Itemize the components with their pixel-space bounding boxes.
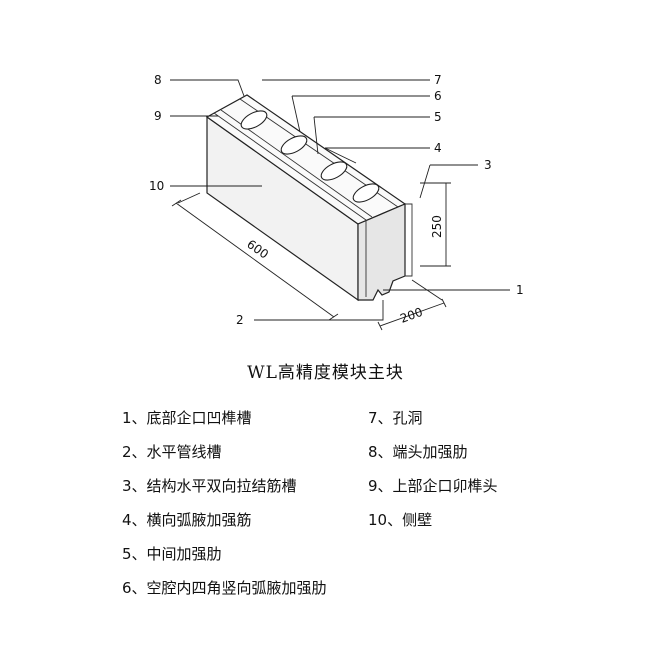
dim-width — [377, 279, 447, 331]
legend-item: 7、孔洞 — [368, 409, 423, 427]
dim-length-label: 600 — [244, 237, 271, 262]
callout-6: 6 — [434, 89, 442, 103]
legend-item: 8、端头加强肋 — [368, 443, 468, 461]
end-tongue-step — [365, 203, 413, 297]
legend-item: 9、上部企口卯榫头 — [368, 477, 498, 495]
legend-item: 5、中间加强肋 — [122, 545, 222, 563]
dim-width-label: 200 — [398, 305, 424, 326]
callout-3: 3 — [484, 158, 492, 172]
legend-item: 1、底部企口凹榫槽 — [122, 409, 252, 427]
legend-item: 10、侧壁 — [368, 511, 433, 529]
callout-10: 10 — [149, 179, 164, 193]
block-diagram: 600 200 250 8 9 10 7 6 5 4 3 1 2 — [149, 73, 524, 331]
callout-2: 2 — [236, 313, 244, 327]
block-end-face — [357, 203, 406, 301]
dim-length — [171, 192, 339, 321]
hole — [352, 183, 380, 203]
leader-lines — [170, 79, 510, 321]
callout-1: 1 — [516, 283, 524, 297]
hole — [240, 110, 268, 130]
dim-height-label: 250 — [430, 215, 444, 238]
legend-item: 4、横向弧腋加强筋 — [122, 511, 252, 529]
callout-4: 4 — [434, 141, 442, 155]
hole — [320, 161, 348, 181]
legend-right-column: 7、孔洞 8、端头加强肋 9、上部企口卯榫头 10、侧壁 — [368, 401, 498, 537]
top-holes — [240, 110, 380, 203]
dim-height — [420, 182, 451, 267]
legend-item: 6、空腔内四角竖向弧腋加强肋 — [122, 579, 327, 597]
callout-7: 7 — [434, 73, 442, 87]
legend-left-column: 1、底部企口凹榫槽 2、水平管线槽 3、结构水平双向拉结筋槽 4、横向弧腋加强筋… — [122, 401, 327, 605]
callout-8: 8 — [154, 73, 162, 87]
callout-9: 9 — [154, 109, 162, 123]
callout-5: 5 — [434, 110, 442, 124]
legend-item: 2、水平管线槽 — [122, 443, 222, 461]
hole — [280, 135, 308, 155]
legend-item: 3、结构水平双向拉结筋槽 — [122, 477, 297, 495]
diagram-title: WL高精度模块主块 — [247, 363, 404, 383]
